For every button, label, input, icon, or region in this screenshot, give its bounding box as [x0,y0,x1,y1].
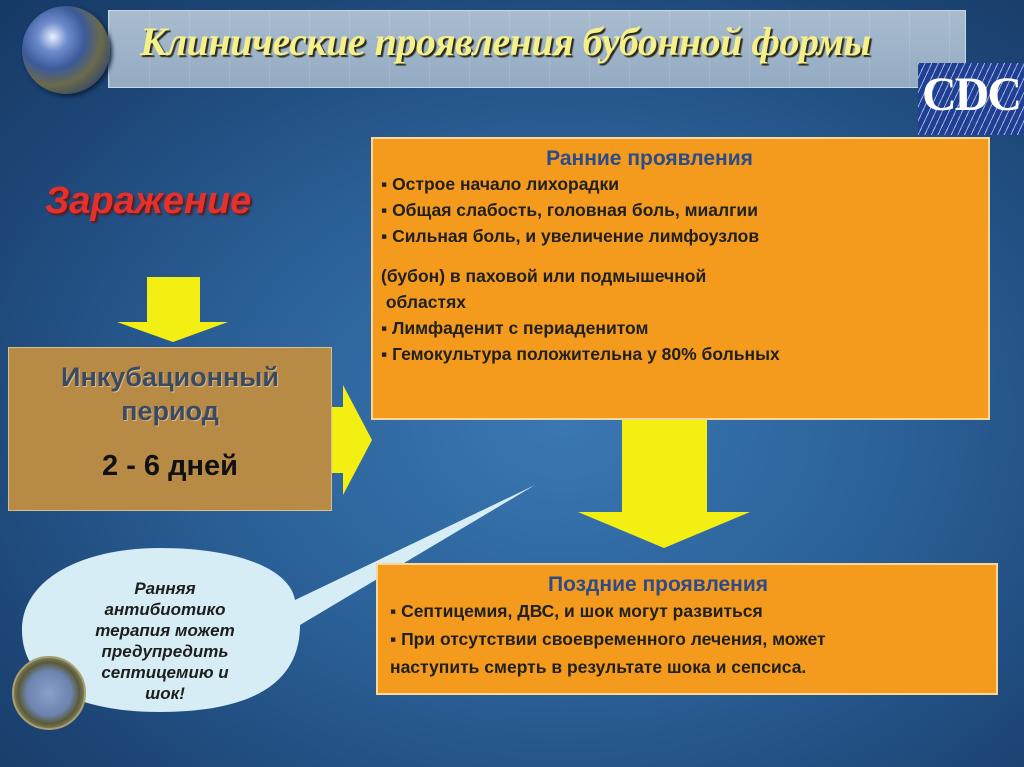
list-item: ▪ Острое начало лихорадки [381,174,620,194]
title-banner [108,10,966,88]
early-manifestations-box: Ранние проявления ▪ Острое начало лихора… [371,137,990,420]
cdc-logo-text: CDC [922,68,1022,121]
callout-line: терапия может [95,621,235,640]
incubation-line1: Инкубационный [61,362,279,392]
late-heading: Поздние проявления [547,573,769,596]
list-item: ▪ Септицемия, ДВС, и шок могут развиться [390,601,763,621]
callout-line: шок! [145,684,185,703]
callout-text: Ранняя антибиотико терапия может предупр… [70,578,260,704]
incubation-box: Инкубационный период 2 - 6 дней [8,347,332,511]
callout-line: антибиотико [104,600,226,619]
right-arrow-incubation [332,385,372,495]
list-item: ▪ Гемокультура положительна у 80% больны… [381,344,780,364]
incubation-days: 2 - 6 дней [102,450,238,482]
list-item: ▪ Сильная боль, и увеличение лимфоузлов [381,226,760,246]
callout-line: септицемию и [101,663,229,682]
list-item: (бубон) в паховой или подмышечной [381,266,707,286]
callout-bubble [22,485,535,712]
callout-line: Ранняя [134,579,196,598]
cdc-logo: CDC [918,63,1024,135]
down-arrow-early [578,420,750,548]
list-item: областях [381,292,467,312]
early-heading: Ранние проявления [546,147,753,170]
slide-title: Клинические проявления бубонной формы [140,19,871,64]
list-item: ▪ При отсутствии своевременного лечения,… [390,629,826,649]
list-item: наступить смерть в результате шока и сеп… [390,657,807,677]
incubation-line2: период [121,396,219,426]
infection-label: Заражение [45,180,252,222]
callout-line: предупредить [101,642,229,661]
seal-emblem-icon [12,656,86,730]
list-item: ▪ Общая слабость, головная боль, миалгии [381,200,758,220]
globe-icon [22,6,110,94]
list-item: ▪ Лимфаденит с периаденитом [381,318,649,338]
late-manifestations-box: Поздние проявления ▪ Септицемия, ДВС, и … [376,563,998,695]
down-arrow-infection [117,277,228,342]
